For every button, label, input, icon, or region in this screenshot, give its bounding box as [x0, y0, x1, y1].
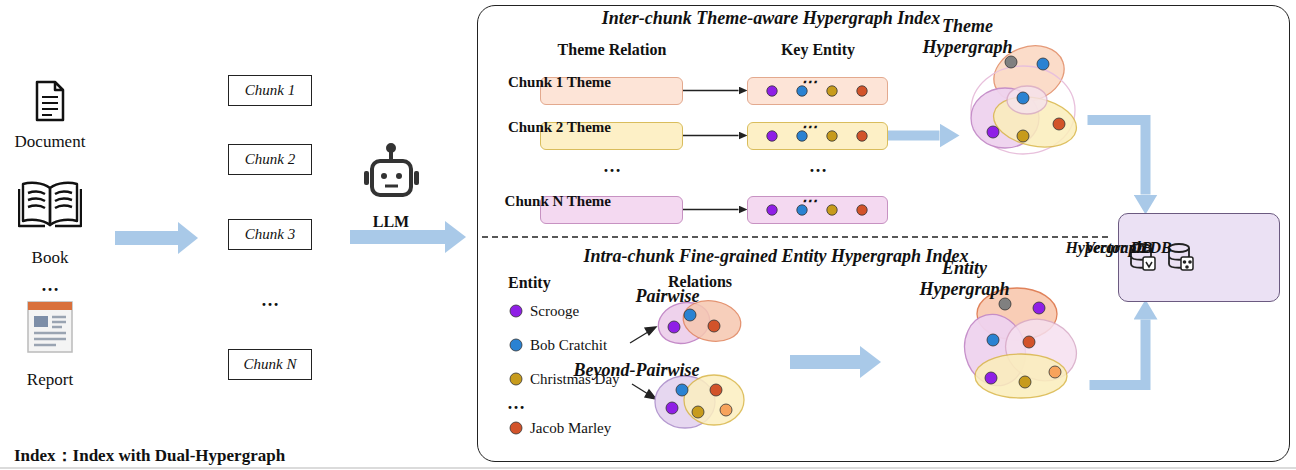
section-title: Intra-chunk Fine-grained Entity Hypergra…	[583, 246, 968, 267]
node-label: ⋯	[801, 117, 817, 136]
text-box: Chunk 3	[228, 219, 312, 250]
node-label: Chunk 2	[245, 151, 295, 168]
text-box: Chunk 1 Theme	[540, 77, 683, 105]
entity-dot	[826, 130, 838, 142]
column-header: Key Entity	[781, 41, 855, 59]
figure-caption: Index：Index with Dual-Hypergraph	[14, 444, 285, 467]
entity-name: Jacob Marley	[530, 420, 611, 437]
relation-arrow	[683, 209, 739, 210]
report-icon	[26, 300, 74, 354]
ellipsis-mark: …	[507, 393, 525, 414]
entity-dot	[856, 130, 868, 142]
node-label: Hypergraph DB	[1065, 239, 1171, 257]
entity-dot	[766, 204, 778, 216]
node-label: ⋯	[801, 72, 817, 91]
key-entity-box: ⋯	[747, 77, 888, 105]
ellipsis-mark: …	[261, 290, 279, 311]
relation-figure: Pairwise	[650, 296, 750, 368]
ellipsis-mark: …	[41, 275, 59, 296]
flow-arrow	[1090, 320, 1146, 385]
ellipsis-mark: …	[809, 156, 827, 177]
robot-icon	[364, 145, 419, 195]
column-header: Theme Relation	[558, 41, 667, 59]
node-label: Report	[27, 370, 73, 390]
text-box: Chunk 2 Theme	[540, 122, 683, 150]
index-panel: Chunk 1 Theme ⋯ Chunk 2 Theme ⋯ Chunk N Them…	[477, 5, 1290, 462]
entity-dot	[826, 85, 838, 97]
entity-dot	[856, 204, 868, 216]
relation-arrow	[683, 90, 739, 91]
node-label: Chunk N	[244, 356, 297, 373]
text-box: Chunk 2	[228, 144, 312, 175]
entity-name: Scrooge	[530, 303, 579, 320]
ellipsis-mark: …	[603, 156, 621, 177]
section-title: Inter-chunk Theme-aware Hypergraph Index	[602, 8, 941, 29]
section-divider	[482, 236, 1112, 237]
hypergraph-figure: Theme Hypergraph	[958, 38, 1088, 203]
node-label: Book	[32, 248, 69, 268]
entity-name: Bob Cratchit	[530, 337, 607, 354]
node-label: ⋯	[801, 191, 817, 210]
node-label: Chunk 2 Theme	[508, 119, 611, 136]
source-icon: Book	[10, 176, 90, 268]
hypergraph-figure: Entity Hypergraph	[950, 280, 1090, 450]
entity-dots	[510, 305, 522, 434]
entity-dot	[766, 130, 778, 142]
entity-dot	[856, 85, 868, 97]
node-label: Chunk N Theme	[505, 193, 611, 210]
column-header: Entity	[508, 274, 551, 292]
book-icon	[18, 176, 82, 230]
doc-icon	[35, 80, 65, 122]
node-label: Chunk 1 Theme	[508, 74, 611, 91]
node-label: Chunk 3	[245, 226, 295, 243]
text-box: Chunk N	[228, 349, 312, 380]
node-label: Chunk 1	[245, 82, 295, 99]
bottom-rule	[0, 467, 1296, 469]
flow-arrow	[115, 222, 198, 254]
flow-arrow	[888, 131, 940, 141]
flow-arrow	[1088, 120, 1146, 195]
database-box: Vector DBHypergraph DB	[1118, 213, 1280, 302]
source-icon: Document	[10, 80, 90, 152]
relation-figure: Beyond-Pairwise	[650, 370, 750, 452]
source-icon: Report	[10, 300, 90, 390]
entity-name: Christmas Day	[530, 371, 620, 388]
entity-dot	[766, 85, 778, 97]
column-header: LLM	[373, 213, 409, 231]
text-box: Chunk N Theme	[540, 196, 683, 224]
relation-arrow	[683, 135, 739, 136]
key-entity-box: ⋯	[747, 196, 888, 224]
node-label: Document	[15, 132, 86, 152]
entity-dot	[826, 204, 838, 216]
key-entity-box: ⋯	[747, 122, 888, 150]
text-box: Chunk 1	[228, 75, 312, 106]
flow-arrow	[790, 346, 881, 378]
column-header: Relations	[668, 273, 732, 291]
